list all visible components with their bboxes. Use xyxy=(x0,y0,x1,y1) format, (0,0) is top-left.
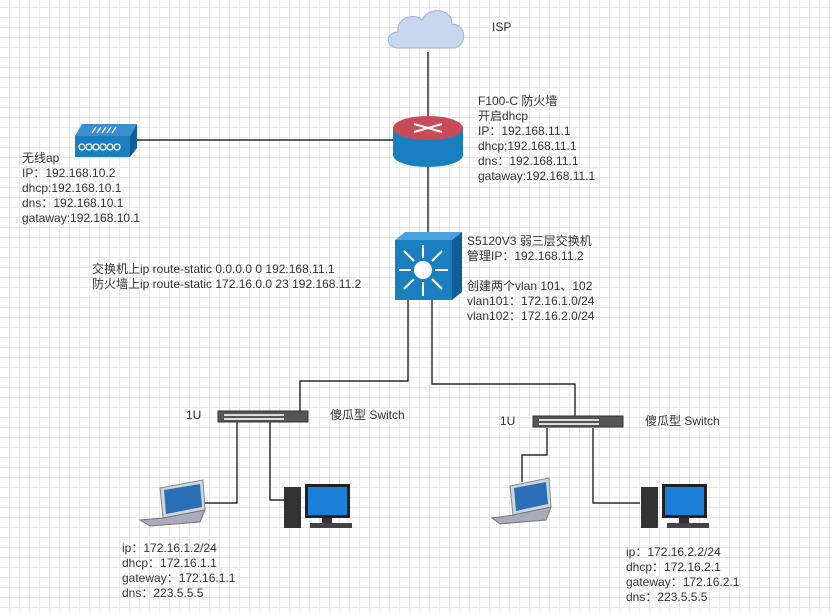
static-routes: 交换机上ip route-static 0.0.0.0 0 192.168.11… xyxy=(92,262,361,292)
switch1-icon xyxy=(217,410,309,423)
host1-line: dhcp：172.16.1.1 xyxy=(122,556,217,570)
links xyxy=(137,52,640,504)
switch1-label: 傻瓜型 Switch xyxy=(330,408,405,422)
pc1-icon xyxy=(284,484,352,528)
l3-switch-icon xyxy=(395,232,462,300)
firewall-router-icon xyxy=(393,116,463,167)
switch2-icon xyxy=(532,415,624,428)
switch2-label: 傻瓜型 Switch xyxy=(645,414,720,428)
host2-line: dhcp：172.16.2.1 xyxy=(626,560,721,574)
l3switch-line: S5120V3 弱三层交换机 xyxy=(467,234,592,248)
cloud-icon xyxy=(387,10,465,49)
firewall-line: 开启dhcp xyxy=(478,109,529,123)
host1-line: dns：223.5.5.5 xyxy=(122,586,204,600)
ap-line: dns：192.168.10.1 xyxy=(22,196,124,210)
host2-line: dns：223.5.5.5 xyxy=(626,590,708,604)
link-switch1-laptop xyxy=(205,422,238,504)
switch2-unit: 1U xyxy=(500,414,516,428)
wireless-ap-icon xyxy=(75,124,137,157)
l3switch-line: 创建两个vlan 101、102 xyxy=(467,279,593,293)
ap-line: dhcp:192.168.10.1 xyxy=(22,181,122,195)
firewall-line: IP：192.168.11.1 xyxy=(478,124,571,138)
ap-line: 无线ap xyxy=(22,151,60,165)
ap-line: gataway:192.168.10.1 xyxy=(22,211,141,225)
host2-line: gateway：172.16.2.1 xyxy=(626,575,740,589)
laptop1-icon xyxy=(138,479,206,527)
firewall-line: gataway:192.168.11.1 xyxy=(478,169,596,183)
link-switch2-pc xyxy=(592,428,640,504)
l3switch-info: S5120V3 弱三层交换机管理IP：192.168.11.2 创建两个vlan … xyxy=(467,234,594,324)
firewall-line: dhcp;192.168.11.1 xyxy=(478,139,577,153)
switch1-unit: 1U xyxy=(186,408,202,422)
route-line: 防火墙上ip route-static 172.16.0.0 23 192.16… xyxy=(92,277,362,291)
link-l3-switch1 xyxy=(299,300,409,411)
link-switch2-laptop xyxy=(521,428,548,482)
ap-logo xyxy=(91,126,117,134)
link-l3-switch2 xyxy=(431,300,576,416)
firewall-line: F100-C 防火墙 xyxy=(478,94,558,108)
route-line: 交换机上ip route-static 0.0.0.0 0 192.168.11… xyxy=(92,262,335,276)
l3switch-line xyxy=(467,264,594,279)
l3switch-line: vlan102：172.16.2.0/24 xyxy=(467,309,595,323)
pc2-icon xyxy=(641,484,709,528)
l3switch-line: 管理IP：192.168.11.2 xyxy=(467,249,584,263)
link-switch1-pc xyxy=(269,422,285,501)
host2-line: ip：172.16.2.2/24 xyxy=(626,545,721,559)
ap-line: IP：192.168.10.2 xyxy=(22,166,116,180)
host1-line: ip：172.16.1.2/24 xyxy=(122,541,217,555)
isp-label: ISP xyxy=(492,20,512,34)
host1-line: gateway：172.16.1.1 xyxy=(122,571,236,585)
firewall-line: dns：192.168.11.1 xyxy=(478,154,579,168)
laptop2-icon xyxy=(490,477,552,525)
l3switch-line: vlan101：172.16.1.0/24 xyxy=(467,294,595,308)
